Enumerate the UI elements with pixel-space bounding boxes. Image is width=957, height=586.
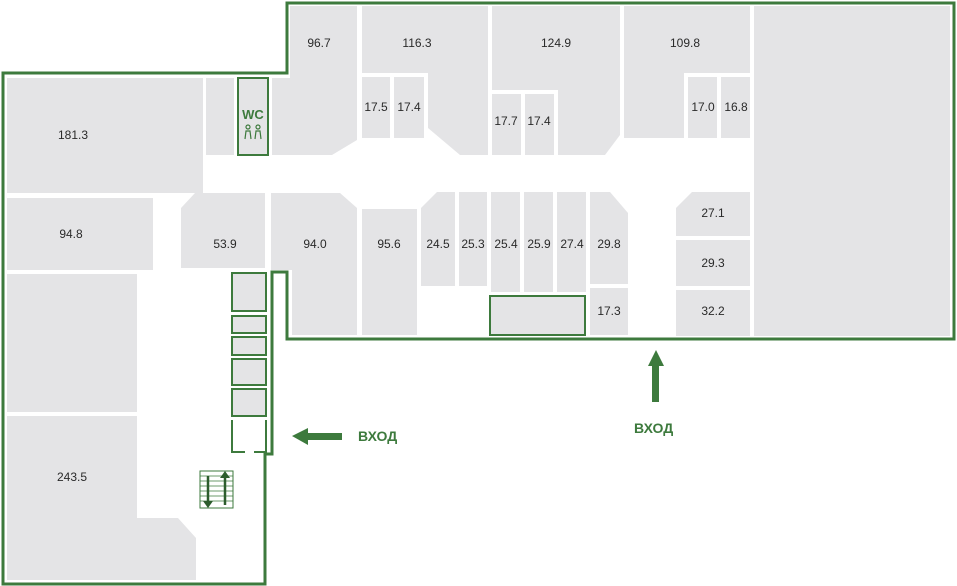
- svg-text:17.7: 17.7: [494, 114, 518, 128]
- svg-text:17.4: 17.4: [397, 100, 421, 114]
- svg-text:ВХОД: ВХОД: [358, 428, 397, 444]
- room-27-4[interactable]: 27.4: [557, 192, 586, 292]
- room-109-8[interactable]: 109.8: [624, 6, 750, 138]
- svg-text:124.9: 124.9: [541, 36, 571, 50]
- svg-text:27.1: 27.1: [701, 206, 725, 220]
- storage-boxes: [231, 272, 267, 453]
- room-17-3[interactable]: 17.3: [590, 288, 628, 335]
- svg-text:25.9: 25.9: [527, 237, 551, 251]
- room-17-0[interactable]: 17.0: [688, 77, 717, 138]
- svg-text:94.0: 94.0: [303, 237, 327, 251]
- svg-text:17.4: 17.4: [527, 114, 551, 128]
- room-29-8[interactable]: 29.8: [590, 192, 628, 284]
- svg-text:WC: WC: [242, 107, 264, 122]
- svg-text:94.8: 94.8: [59, 227, 83, 241]
- svg-text:25.4: 25.4: [494, 237, 518, 251]
- entrance-side[interactable]: ВХОД: [292, 428, 397, 445]
- room-53-9[interactable]: 53.9: [181, 193, 265, 268]
- svg-text:29.8: 29.8: [597, 237, 621, 251]
- svg-text:17.0: 17.0: [691, 100, 715, 114]
- wc-icon: [244, 124, 262, 140]
- room-17-4-a[interactable]: 17.4: [394, 77, 424, 138]
- room-bottom-store[interactable]: [489, 295, 586, 336]
- room-corridor-small[interactable]: [206, 78, 234, 155]
- room-94-0[interactable]: 94.0: [271, 193, 357, 335]
- room-27-1[interactable]: 27.1: [676, 192, 750, 236]
- svg-text:29.3: 29.3: [701, 256, 725, 270]
- room-24-5[interactable]: 24.5: [421, 192, 455, 286]
- room-17-7[interactable]: 17.7: [492, 94, 521, 155]
- svg-text:116.3: 116.3: [402, 36, 431, 50]
- svg-text:27.4: 27.4: [560, 237, 584, 251]
- room-124-9[interactable]: 124.9: [492, 6, 620, 155]
- entrance-arrow-icon: [648, 350, 664, 402]
- entrance-arrow-icon: [292, 428, 342, 445]
- svg-text:16.8: 16.8: [724, 100, 748, 114]
- room-25-3[interactable]: 25.3: [459, 192, 487, 286]
- entrance-main[interactable]: ВХОД: [634, 350, 673, 436]
- room-25-4[interactable]: 25.4: [491, 192, 520, 292]
- room-243-5[interactable]: 243.5: [7, 416, 196, 580]
- svg-text:181.3: 181.3: [58, 128, 88, 142]
- svg-text:17.5: 17.5: [364, 100, 388, 114]
- room-29-3[interactable]: 29.3: [676, 240, 750, 286]
- elevator-icon: [199, 470, 234, 509]
- room-25-9[interactable]: 25.9: [524, 192, 553, 292]
- svg-text:32.2: 32.2: [701, 304, 725, 318]
- svg-text:95.6: 95.6: [377, 237, 401, 251]
- room-116-3[interactable]: 116.3: [362, 6, 488, 155]
- room-32-2[interactable]: 32.2: [676, 290, 750, 336]
- room-16-8[interactable]: 16.8: [721, 77, 750, 138]
- svg-text:53.9: 53.9: [213, 237, 237, 251]
- room-181-3[interactable]: 181.3: [7, 78, 203, 193]
- room-17-4-b[interactable]: 17.4: [525, 94, 554, 155]
- svg-text:96.7: 96.7: [307, 36, 331, 50]
- room-left-lower[interactable]: [7, 274, 137, 412]
- svg-text:25.3: 25.3: [461, 237, 485, 251]
- room-right-hall[interactable]: [754, 6, 950, 336]
- room-96-7[interactable]: 96.7: [272, 6, 357, 155]
- svg-text:243.5: 243.5: [57, 470, 87, 484]
- room-95-6[interactable]: 95.6: [362, 209, 417, 335]
- svg-text:ВХОД: ВХОД: [634, 420, 673, 436]
- room-94-8[interactable]: 94.8: [7, 198, 153, 270]
- svg-text:17.3: 17.3: [597, 304, 621, 318]
- wc-room[interactable]: WC: [237, 77, 269, 156]
- room-17-5[interactable]: 17.5: [362, 77, 390, 138]
- svg-text:109.8: 109.8: [670, 36, 700, 50]
- svg-text:24.5: 24.5: [426, 237, 450, 251]
